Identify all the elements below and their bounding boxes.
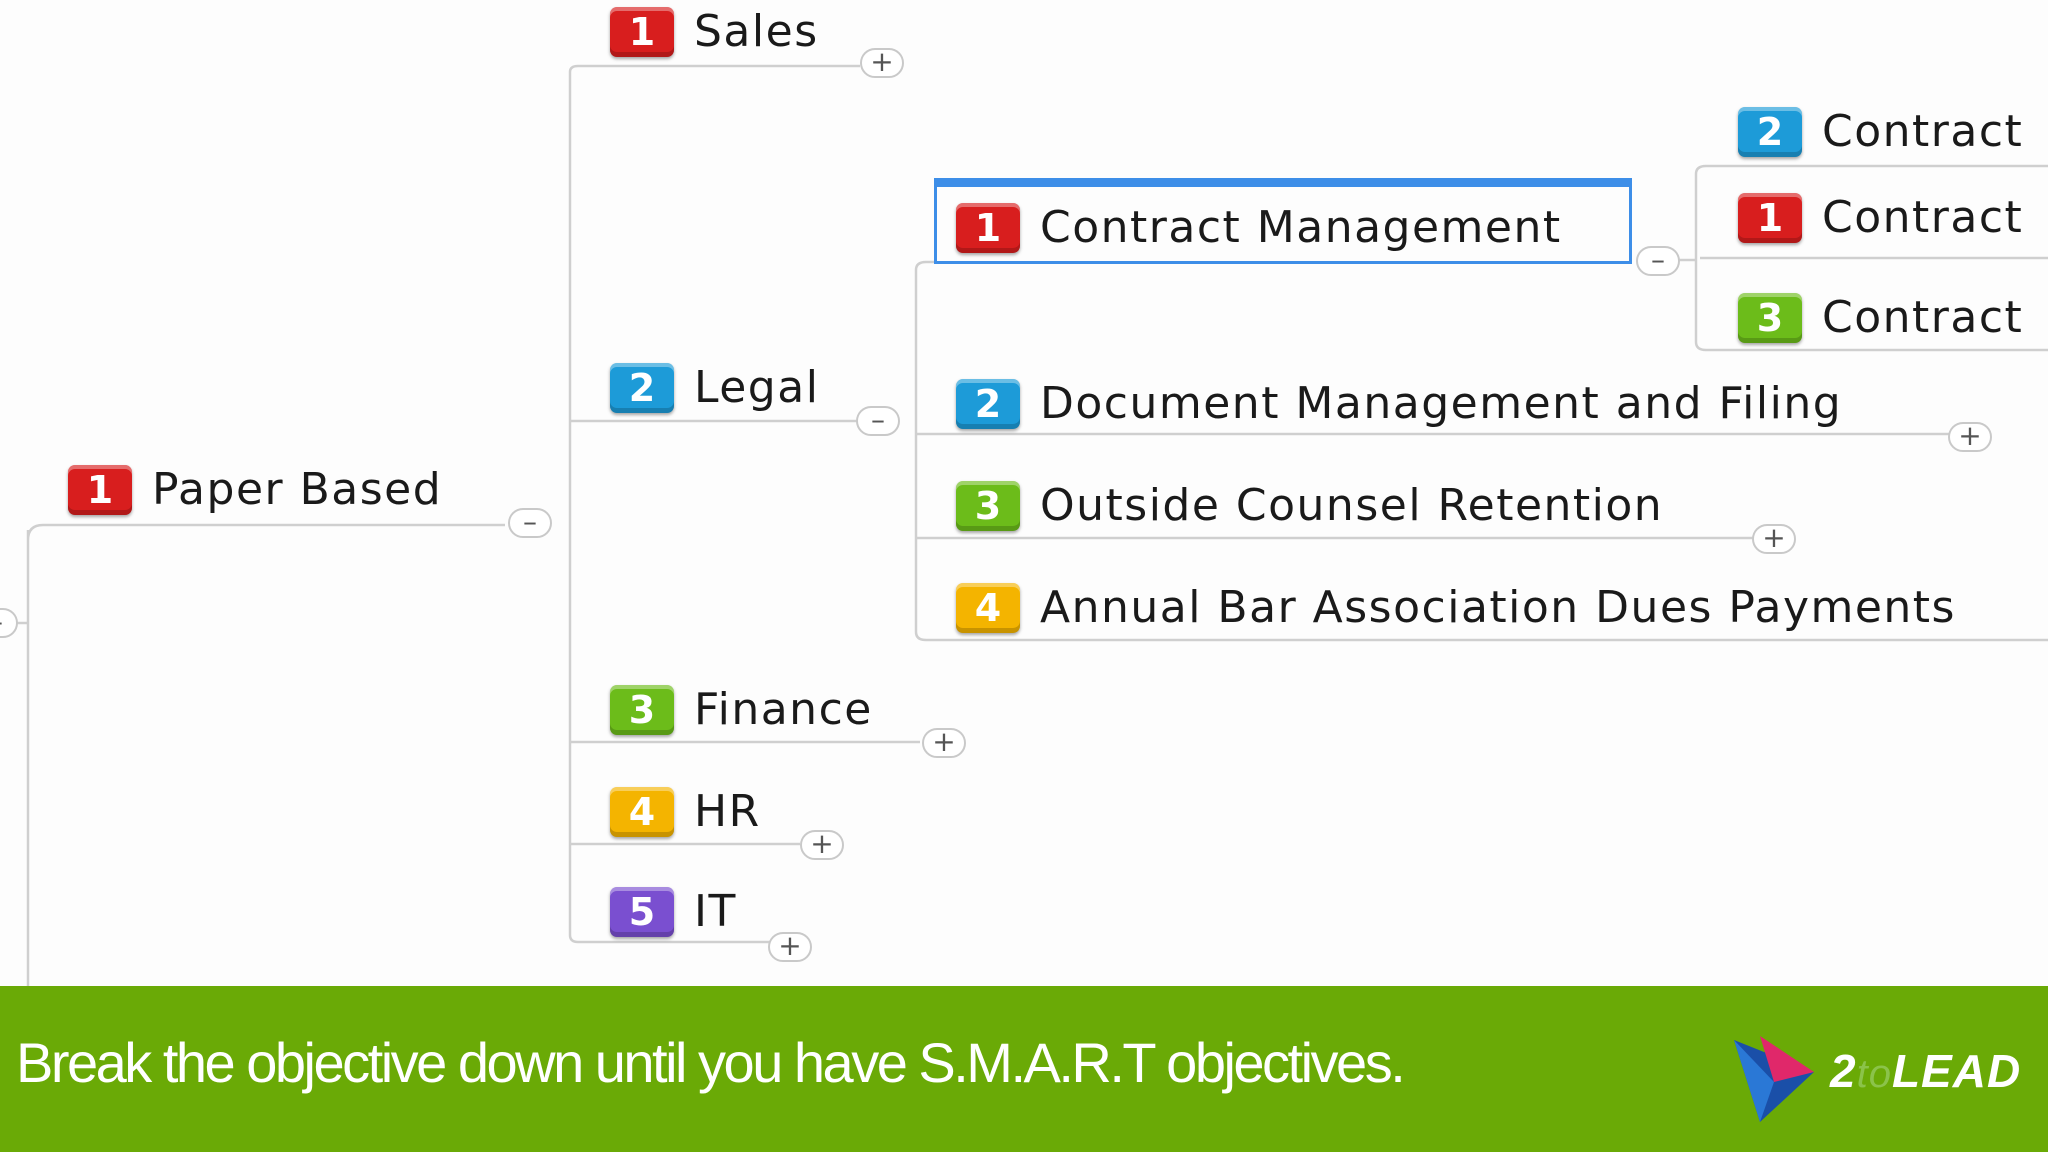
priority-badge: 3 bbox=[1738, 292, 1802, 343]
mind-map-canvas: 1 Paper Based – – 1 Sales + 2 Legal – 3 … bbox=[0, 6, 2048, 986]
node-outside-counsel[interactable]: 3 Outside Counsel Retention bbox=[956, 480, 1663, 531]
edge-paper-children bbox=[568, 64, 920, 944]
priority-badge: 2 bbox=[610, 362, 674, 413]
node-contract-b[interactable]: 1 Contract bbox=[1738, 192, 2023, 243]
node-label: IT bbox=[694, 886, 737, 937]
node-label: Outside Counsel Retention bbox=[1040, 480, 1664, 531]
collapse-toggle-contract-management[interactable]: – bbox=[1636, 246, 1680, 276]
node-label: Document Management and Filing bbox=[1040, 378, 1843, 429]
collapse-toggle-paper-based[interactable]: – bbox=[508, 508, 552, 538]
brand-logo: 2toLEAD bbox=[1730, 1026, 2030, 1126]
node-legal[interactable]: 2 Legal bbox=[610, 362, 819, 413]
expand-toggle-finance[interactable]: + bbox=[922, 728, 966, 758]
edge-root-paper bbox=[0, 523, 505, 986]
footer-caption: Break the objective down until you have … bbox=[16, 1031, 1406, 1094]
brand-wordmark: 2toLEAD bbox=[1830, 1045, 2022, 1097]
node-label: Sales bbox=[694, 6, 819, 57]
expand-toggle-it[interactable]: + bbox=[768, 932, 812, 962]
node-label: Paper Based bbox=[152, 464, 443, 515]
node-label: Finance bbox=[694, 684, 873, 735]
priority-badge: 2 bbox=[1738, 106, 1802, 157]
connector-lines bbox=[0, 64, 2048, 986]
node-document-management[interactable]: 2 Document Management and Filing bbox=[956, 378, 1842, 429]
priority-badge: 2 bbox=[956, 378, 1020, 429]
priority-badge: 3 bbox=[610, 684, 674, 735]
play-triangle-icon bbox=[1734, 1036, 1814, 1122]
node-it[interactable]: 5 IT bbox=[610, 886, 737, 937]
expand-toggle-outside-counsel[interactable]: + bbox=[1752, 524, 1796, 554]
priority-badge: 4 bbox=[610, 786, 674, 837]
selection-frame bbox=[934, 178, 1632, 264]
node-contract-c[interactable]: 3 Contract bbox=[1738, 292, 2023, 343]
expand-toggle-sales[interactable]: + bbox=[860, 48, 904, 78]
priority-badge: 1 bbox=[1738, 192, 1802, 243]
node-label: Annual Bar Association Dues Payments bbox=[1040, 582, 1956, 633]
node-label: Contract Management bbox=[1040, 202, 1562, 253]
priority-badge: 4 bbox=[956, 582, 1020, 633]
priority-badge: 1 bbox=[68, 464, 132, 515]
node-bar-dues[interactable]: 4 Annual Bar Association Dues Payments bbox=[956, 582, 1956, 633]
priority-badge: 3 bbox=[956, 480, 1020, 531]
node-label: Contract bbox=[1822, 106, 2024, 157]
edge-legal-children bbox=[914, 260, 2048, 642]
collapse-toggle-legal[interactable]: – bbox=[856, 406, 900, 436]
node-hr[interactable]: 4 HR bbox=[610, 786, 761, 837]
priority-badge: 5 bbox=[610, 886, 674, 937]
expand-toggle-document-management[interactable]: + bbox=[1948, 422, 1992, 452]
node-label: Contract bbox=[1822, 292, 2024, 343]
priority-badge: 1 bbox=[610, 6, 674, 57]
node-finance[interactable]: 3 Finance bbox=[610, 684, 873, 735]
node-label: HR bbox=[694, 786, 761, 837]
priority-badge: 1 bbox=[956, 202, 1020, 253]
node-label: Legal bbox=[694, 362, 820, 413]
node-contract-management[interactable]: 1 Contract Management bbox=[956, 202, 1562, 253]
node-paper-based[interactable]: 1 Paper Based bbox=[68, 464, 442, 515]
node-sales[interactable]: 1 Sales bbox=[610, 6, 819, 57]
footer-banner: Break the objective down until you have … bbox=[0, 986, 2048, 1152]
node-contract-a[interactable]: 2 Contract bbox=[1738, 106, 2023, 157]
node-label: Contract bbox=[1822, 192, 2024, 243]
expand-toggle-hr[interactable]: + bbox=[800, 830, 844, 860]
